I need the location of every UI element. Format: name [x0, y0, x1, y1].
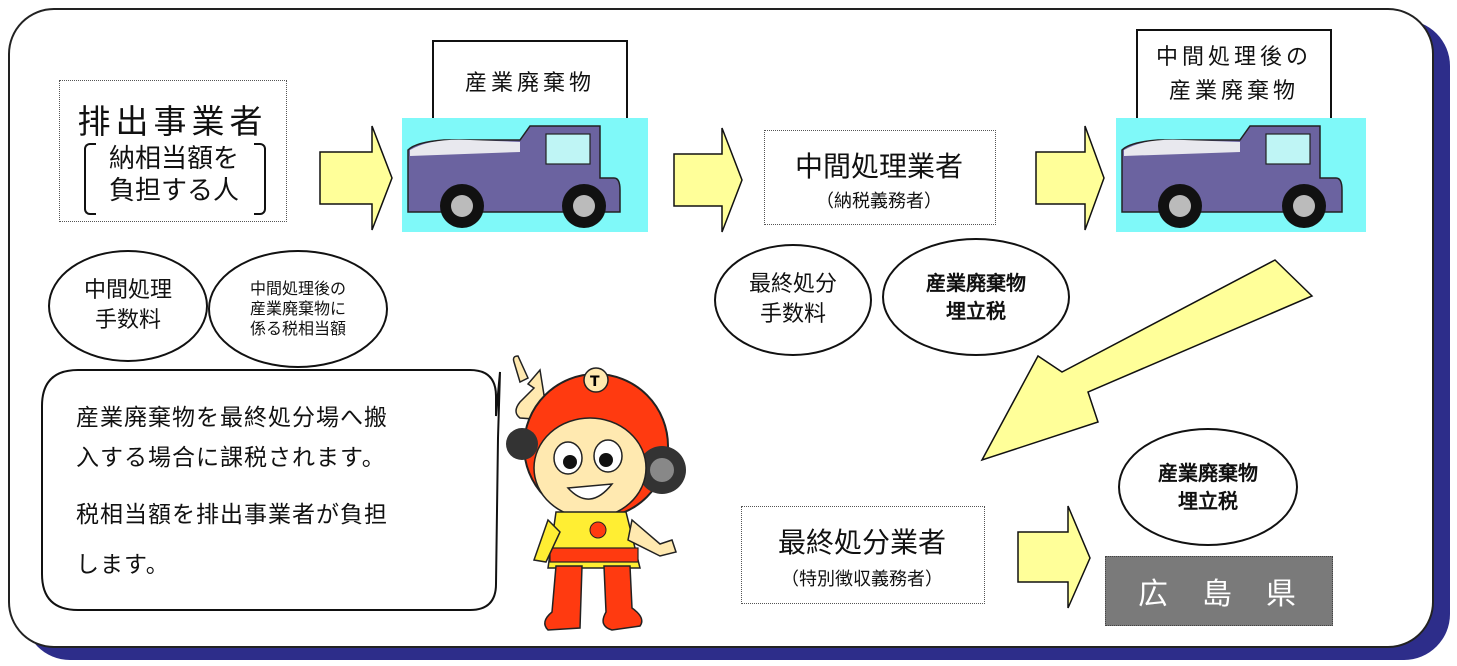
right-arrow-icon: [319, 125, 393, 231]
ellipse-tax-equivalent: 中間処理後の 産業廃棄物に 係る税相当額: [208, 250, 388, 368]
waste-label-2: 中間処理後の 産業廃棄物: [1136, 29, 1332, 121]
right-arrow-icon: [673, 127, 743, 233]
discharger-box: 排出事業者 納相当額を 負担する人: [59, 80, 287, 222]
prefecture-box: 広島県: [1105, 556, 1333, 626]
ellipse-final-fee: 最終処分 手数料: [714, 244, 872, 356]
waste-label-2-text: 中間処理後の 産業廃棄物: [1155, 45, 1312, 104]
speech-text-1: 産業廃棄物を最終処分場へ搬 入する場合に課税されます。: [76, 405, 388, 471]
final-box: 最終処分業者 （特別徴収義務者）: [741, 506, 985, 604]
waste-label-1: 産業廃棄物: [432, 40, 628, 122]
ellipse-landfill-tax-2: 産業廃棄物 埋立税: [1118, 428, 1298, 546]
dump-truck-icon: [402, 118, 648, 232]
discharger-note: 納相当額を 負担する人: [108, 144, 239, 206]
intermediate-box: 中間処理業者 （納税義務者）: [764, 130, 996, 225]
intermediate-title: 中間処理業者: [794, 150, 963, 183]
speech-text-2: 税相当額を排出事業者が負担 します。: [76, 502, 388, 578]
final-sub: （特別徴収義務者）: [781, 569, 943, 590]
svg-text:T: T: [590, 374, 600, 390]
left-bracket: [84, 143, 96, 215]
right-arrow-icon: [1017, 505, 1091, 609]
ellipse-intermediate-fee: 中間処理 手数料: [48, 250, 208, 362]
waste-label-1-text: 産業廃棄物: [464, 71, 595, 96]
final-title: 最終処分業者: [777, 526, 946, 559]
intermediate-sub: （納税義務者）: [816, 191, 942, 212]
down-left-arrow-icon: [980, 259, 1314, 462]
prefecture-label: 広島県: [1138, 577, 1330, 612]
helmet-mascot-character: T: [506, 355, 686, 631]
dump-truck-icon: [1116, 118, 1366, 232]
discharger-title: 排出事業者: [77, 102, 268, 141]
right-arrow-icon: [1035, 125, 1105, 231]
right-bracket: [254, 143, 266, 215]
speech-bubble: [41, 369, 501, 611]
ellipse-landfill-tax-1: 産業廃棄物 埋立税: [882, 238, 1070, 356]
